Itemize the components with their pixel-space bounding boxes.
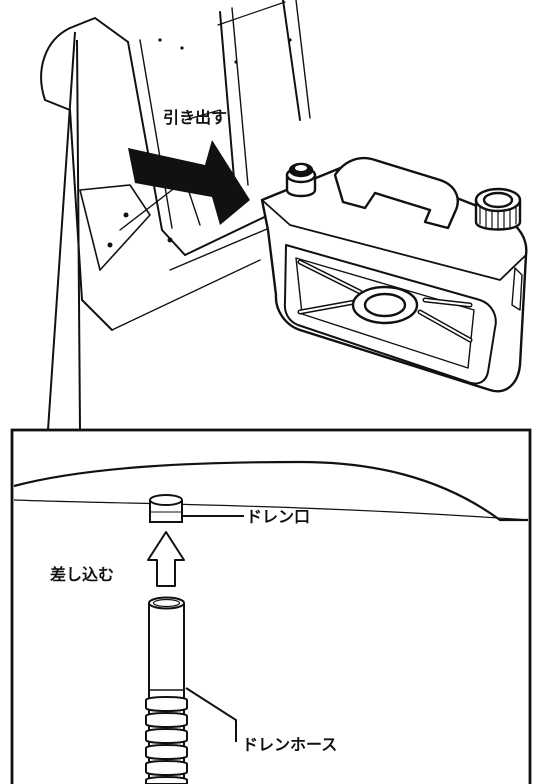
appliance-housing xyxy=(40,0,311,331)
water-tank xyxy=(260,156,528,393)
callout-leader xyxy=(47,31,81,431)
up-arrow-icon xyxy=(147,531,185,587)
pull-out-label: 引き出す xyxy=(163,108,227,127)
drain-hose-leader xyxy=(185,687,237,742)
drain-port xyxy=(149,494,183,523)
drain-port-label: ドレン口 xyxy=(246,507,310,526)
insert-label: 差し込む xyxy=(50,565,114,584)
tank-bottom xyxy=(13,460,528,522)
drain-hose xyxy=(145,596,188,784)
drain-hose-label: ドレンホース xyxy=(242,735,337,754)
detail-box xyxy=(10,428,532,784)
right-arrow-icon xyxy=(128,140,250,225)
